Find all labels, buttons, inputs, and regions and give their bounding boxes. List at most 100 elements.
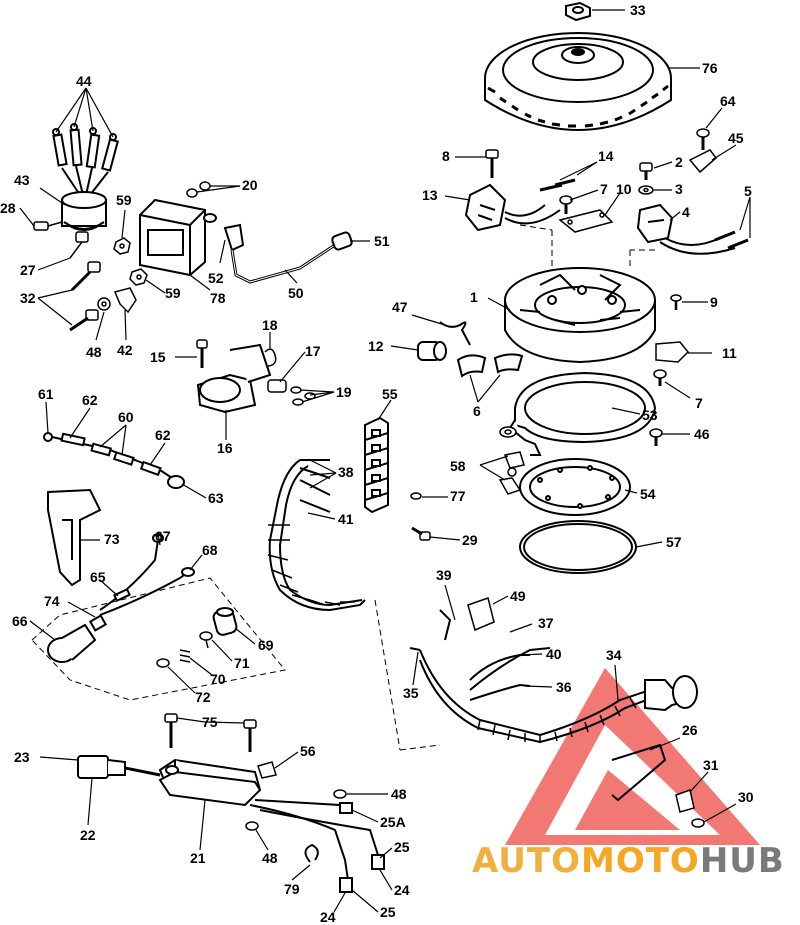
screw-7b xyxy=(653,369,667,386)
callout-74: 74 xyxy=(44,593,60,609)
callout-71: 71 xyxy=(234,655,250,671)
clip-49 xyxy=(467,597,495,632)
screw-77 xyxy=(410,492,422,500)
callout-27: 27 xyxy=(20,262,36,278)
callout-75: 75 xyxy=(202,714,218,730)
timer-base xyxy=(504,266,656,364)
clip-79 xyxy=(304,843,319,863)
callout-12: 12 xyxy=(368,338,384,354)
snap-ring-57 xyxy=(519,520,637,574)
callout-10: 10 xyxy=(616,181,632,197)
leader-lines xyxy=(19,9,751,913)
callout-60: 60 xyxy=(118,409,134,425)
wire-harness-34 xyxy=(409,609,653,744)
callout-22: 22 xyxy=(80,827,96,843)
callout-52: 52 xyxy=(208,270,224,286)
plate-10 xyxy=(558,209,614,233)
part-58 xyxy=(498,451,525,495)
callout-35: 35 xyxy=(403,685,419,701)
callout-59a: 59 xyxy=(116,192,132,208)
clip-42 xyxy=(113,287,137,314)
callout-61: 61 xyxy=(38,386,54,402)
callout-66: 66 xyxy=(12,613,28,629)
harness-dash-line xyxy=(374,224,655,751)
callout-24b: 24 xyxy=(320,909,336,925)
wires-24-25 xyxy=(249,799,385,893)
callout-7a: 7 xyxy=(600,181,608,197)
screw-30 xyxy=(691,818,705,828)
connector-23 xyxy=(77,755,161,779)
part-71 xyxy=(199,631,213,649)
flywheel-nut xyxy=(565,1,591,22)
screw-2 xyxy=(639,162,653,180)
part-6 xyxy=(456,353,524,378)
callout-73: 73 xyxy=(104,531,120,547)
callout-30: 30 xyxy=(738,789,754,805)
clip-56 xyxy=(257,761,277,779)
spring-70 xyxy=(179,649,191,663)
nuts-20 xyxy=(186,181,211,198)
callout-65: 65 xyxy=(90,569,106,585)
ignition-coil xyxy=(139,198,217,277)
callout-59b: 59 xyxy=(165,285,181,301)
retainer-plate-53 xyxy=(508,371,657,456)
lock-washer-48a xyxy=(97,297,111,311)
screw-27 xyxy=(69,231,89,259)
harness-connector-34 xyxy=(644,675,698,712)
callout-51: 51 xyxy=(374,233,390,249)
callout-38: 38 xyxy=(338,464,354,480)
watermark-wordmark: AUTOMOTOHUB xyxy=(472,841,785,881)
lock-washer-48b xyxy=(333,789,347,799)
part-72 xyxy=(156,658,170,668)
screw-29 xyxy=(411,526,431,541)
callout-3: 3 xyxy=(675,181,683,197)
sensor-13 xyxy=(464,178,576,232)
callout-43: 43 xyxy=(14,172,30,188)
callout-47: 47 xyxy=(392,299,408,315)
screw-15 xyxy=(196,339,208,368)
screw-28 xyxy=(33,221,63,231)
svg-text:AUTOMOTOHUB: AUTOMOTOHUB xyxy=(472,841,785,881)
callout-5: 5 xyxy=(744,183,752,199)
callout-25a: 25 xyxy=(394,839,410,855)
callout-7b: 7 xyxy=(695,395,703,411)
terminal-block xyxy=(364,416,389,514)
callout-45: 45 xyxy=(728,130,744,146)
callout-13: 13 xyxy=(422,187,438,203)
callout-79: 79 xyxy=(284,881,300,897)
nut-59a xyxy=(113,237,131,255)
sensor-4 xyxy=(636,203,749,255)
callout-42: 42 xyxy=(117,342,133,358)
callout-17: 17 xyxy=(305,343,321,359)
callout-72: 72 xyxy=(195,689,211,705)
dashed-box xyxy=(31,577,286,701)
callout-67: 67 xyxy=(155,528,171,544)
screw-7a xyxy=(559,195,573,214)
switch-66 xyxy=(47,614,108,663)
screws-32 xyxy=(69,261,101,332)
callout-16: 16 xyxy=(217,440,233,456)
part-69 xyxy=(212,607,238,636)
bracket-26 xyxy=(611,743,667,802)
watermark-logo xyxy=(505,668,760,845)
callout-63: 63 xyxy=(208,490,224,506)
watermark-text-moto: MOTO xyxy=(581,841,700,881)
callout-26: 26 xyxy=(682,722,698,738)
callout-49: 49 xyxy=(510,588,526,604)
callout-41: 41 xyxy=(338,511,354,527)
spark-plug-leads xyxy=(52,123,119,196)
lock-washer-48c xyxy=(245,821,259,831)
callout-2: 2 xyxy=(675,154,683,170)
callout-48c: 48 xyxy=(262,850,278,866)
callout-53: 53 xyxy=(642,407,658,423)
part-18 xyxy=(264,348,277,367)
callout-18: 18 xyxy=(262,317,278,333)
nut-59b xyxy=(129,268,148,286)
callout-76: 76 xyxy=(702,60,718,76)
callout-69: 69 xyxy=(258,637,274,653)
washer-3 xyxy=(638,185,654,195)
screw-64 xyxy=(696,128,710,150)
callout-46: 46 xyxy=(694,426,710,442)
screw-8 xyxy=(485,149,499,178)
